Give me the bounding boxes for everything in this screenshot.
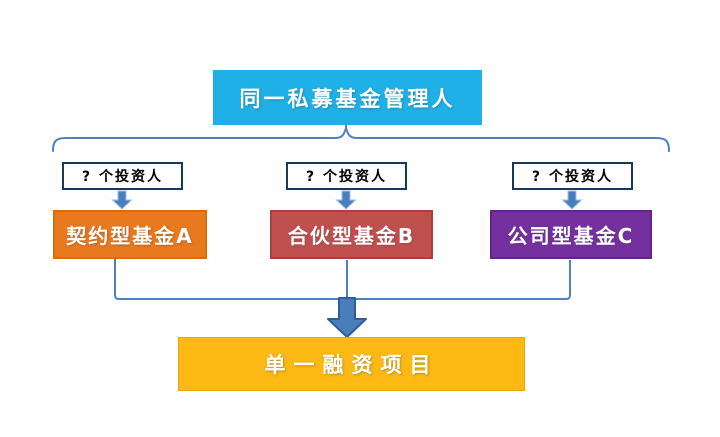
investor-count-box: ? 个投资人 xyxy=(286,162,407,190)
investor-count-label: ? 个投资人 xyxy=(532,169,613,185)
fund-box-partnership: 合伙型基金B xyxy=(270,210,433,259)
down-arrow-icon xyxy=(561,190,583,210)
fund-label: 契约型基金A xyxy=(66,224,194,248)
investor-count-label: ? 个投资人 xyxy=(306,169,387,185)
merge-arrow-icon xyxy=(327,297,367,338)
project-label: 单一融资项目 xyxy=(264,353,439,377)
investor-count-box: ? 个投资人 xyxy=(62,162,183,190)
manager-label: 同一私募基金管理人 xyxy=(239,86,456,111)
fund-box-contractual: 契约型基金A xyxy=(53,210,207,259)
merge-connector-lines xyxy=(114,259,571,300)
fund-label: 合伙型基金B xyxy=(287,224,416,248)
down-arrow-icon xyxy=(111,190,133,210)
investor-count-box: ? 个投资人 xyxy=(512,162,633,190)
fund-label: 公司型基金C xyxy=(507,224,635,248)
down-arrow-icon xyxy=(335,190,357,210)
brace xyxy=(52,123,670,152)
manager-box: 同一私募基金管理人 xyxy=(213,70,482,125)
project-box: 单一融资项目 xyxy=(178,337,525,391)
investor-count-label: ? 个投资人 xyxy=(82,169,163,185)
fund-box-corporate: 公司型基金C xyxy=(490,210,652,259)
